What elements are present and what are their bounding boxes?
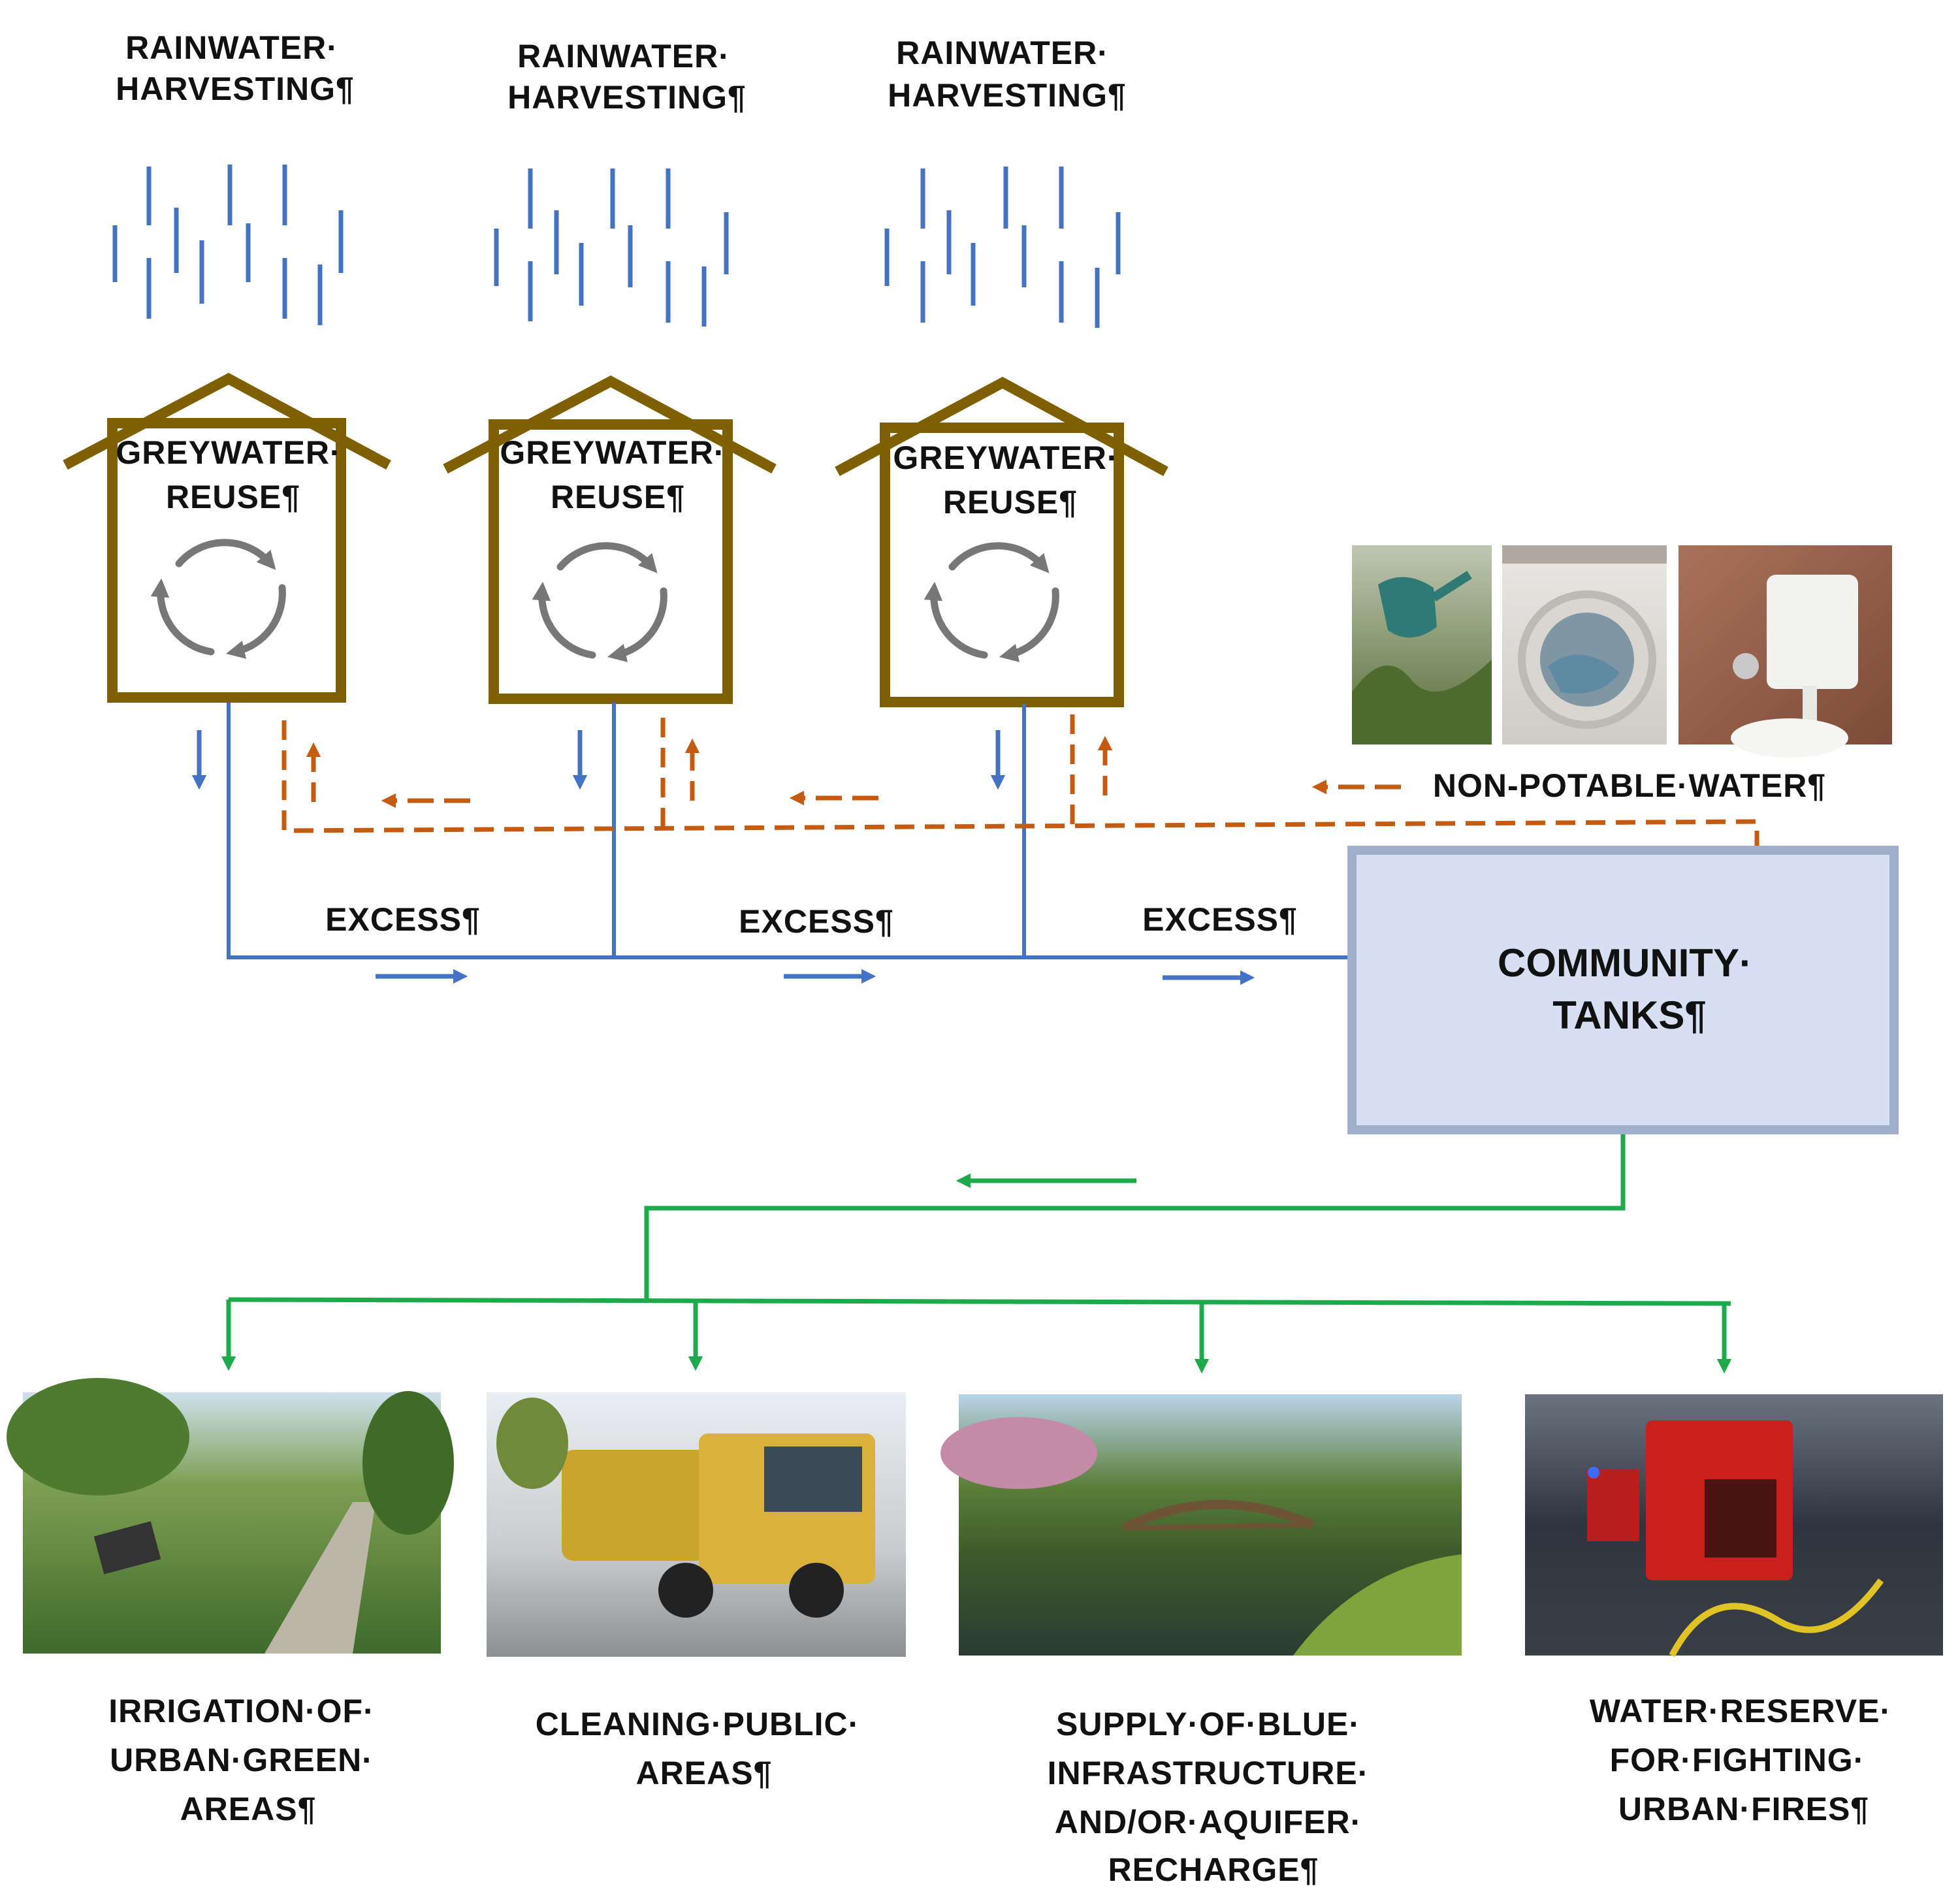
washing-machine-photo bbox=[1502, 545, 1667, 744]
use-label-blue-infrastructure: SUPPLY·OF·BLUE· INFRASTRUCTURE· AND/OR·A… bbox=[1048, 1706, 1370, 1888]
right-arrows-blue bbox=[376, 968, 1255, 985]
house-icon bbox=[63, 372, 391, 470]
greywater-label-line-2: REUSE¶ bbox=[166, 479, 300, 515]
use-label-line: RECHARGE¶ bbox=[1108, 1851, 1319, 1888]
use-label-irrigation: IRRIGATION·OF· URBAN·GREEN· AREAS¶ bbox=[108, 1693, 374, 1827]
greywater-label-line-1: GREYWATER· bbox=[116, 434, 341, 471]
watering-can-photo bbox=[1352, 545, 1492, 744]
use-label-cleaning: CLEANING·PUBLIC· AREAS¶ bbox=[536, 1706, 860, 1791]
rainwater-label-line-1: RAINWATER· bbox=[896, 35, 1109, 71]
rainwater-label-line-2: HARVESTING¶ bbox=[507, 79, 747, 116]
down-arrows-blue bbox=[191, 730, 1006, 790]
rain-drops-icon bbox=[112, 165, 344, 325]
pond-bridge-photo bbox=[940, 1394, 1462, 1656]
up-arrows-orange bbox=[306, 735, 1113, 802]
rainwater-unit-1: RAINWATER· HARVESTING¶ bbox=[112, 29, 355, 325]
greywater-label-line-2: REUSE¶ bbox=[551, 479, 685, 515]
use-label-line: FOR·FIGHTING· bbox=[1610, 1742, 1865, 1778]
distribution-pipe bbox=[221, 1134, 1732, 1374]
fire-truck-photo bbox=[1525, 1394, 1943, 1657]
use-label-line: URBAN·FIRES¶ bbox=[1618, 1791, 1869, 1827]
tank-label-line-1: COMMUNITY· bbox=[1498, 941, 1752, 985]
excess-label-3: EXCESS¶ bbox=[1142, 901, 1298, 938]
tank-label-line-2: TANKS¶ bbox=[1552, 993, 1707, 1037]
left-arrows-orange bbox=[381, 779, 1401, 808]
use-label-line: AND/OR·AQUIFER· bbox=[1055, 1804, 1362, 1840]
use-label-line: CLEANING·PUBLIC· bbox=[536, 1706, 860, 1742]
rainwater-label-line-2: HARVESTING¶ bbox=[116, 71, 355, 107]
greywater-label-line-1: GREYWATER· bbox=[500, 434, 725, 471]
excess-label-2: EXCESS¶ bbox=[739, 903, 894, 940]
rainwater-label-line-1: RAINWATER· bbox=[517, 38, 730, 74]
use-label-line: IRRIGATION·OF· bbox=[108, 1693, 374, 1729]
non-potable-water-label: NON-POTABLE·WATER¶ bbox=[1433, 767, 1826, 804]
use-label-line: SUPPLY·OF·BLUE· bbox=[1056, 1706, 1360, 1742]
use-label-line: INFRASTRUCTURE· bbox=[1048, 1755, 1370, 1791]
tank-box bbox=[1347, 846, 1899, 1134]
toilet-cistern-photo bbox=[1679, 545, 1892, 758]
house-3: GREYWATER· REUSE¶ bbox=[835, 376, 1168, 707]
greywater-label-line-2: REUSE¶ bbox=[943, 484, 1078, 520]
use-label-fire-reserve: WATER·RESERVE· FOR·FIGHTING· URBAN·FIRES… bbox=[1590, 1693, 1891, 1827]
rainwater-label-line-1: RAINWATER· bbox=[125, 29, 338, 66]
rain-drops-icon bbox=[494, 168, 729, 327]
rainwater-unit-2: RAINWATER· HARVESTING¶ bbox=[494, 38, 747, 327]
house-2: GREYWATER· REUSE¶ bbox=[443, 375, 777, 704]
park-path-photo bbox=[7, 1378, 454, 1654]
use-label-line: AREAS¶ bbox=[636, 1755, 773, 1791]
community-tanks: COMMUNITY· TANKS¶ bbox=[1347, 846, 1899, 1134]
rain-drops-icon bbox=[884, 167, 1121, 328]
house-body bbox=[107, 418, 346, 703]
use-label-line: WATER·RESERVE· bbox=[1590, 1693, 1891, 1729]
rainwater-label-line-2: HARVESTING¶ bbox=[888, 77, 1127, 114]
street-cleaning-truck-photo bbox=[487, 1392, 906, 1657]
house-icon bbox=[443, 375, 777, 474]
house-icon bbox=[835, 376, 1168, 477]
use-label-line: AREAS¶ bbox=[180, 1791, 317, 1827]
use-label-line: URBAN·GREEN· bbox=[110, 1742, 374, 1778]
excess-label-1: EXCESS¶ bbox=[325, 901, 481, 938]
house-body bbox=[489, 419, 733, 704]
recycle-icon bbox=[150, 539, 286, 659]
non-potable-return-pipe bbox=[281, 714, 1759, 850]
appliance-photos bbox=[1352, 545, 1892, 758]
recycle-icon bbox=[532, 542, 667, 662]
recycle-icon bbox=[924, 542, 1059, 662]
house-1: GREYWATER· REUSE¶ bbox=[63, 372, 391, 703]
greywater-label-line-1: GREYWATER· bbox=[893, 440, 1118, 476]
house-body bbox=[880, 423, 1124, 707]
rainwater-unit-3: RAINWATER· HARVESTING¶ bbox=[884, 35, 1127, 328]
